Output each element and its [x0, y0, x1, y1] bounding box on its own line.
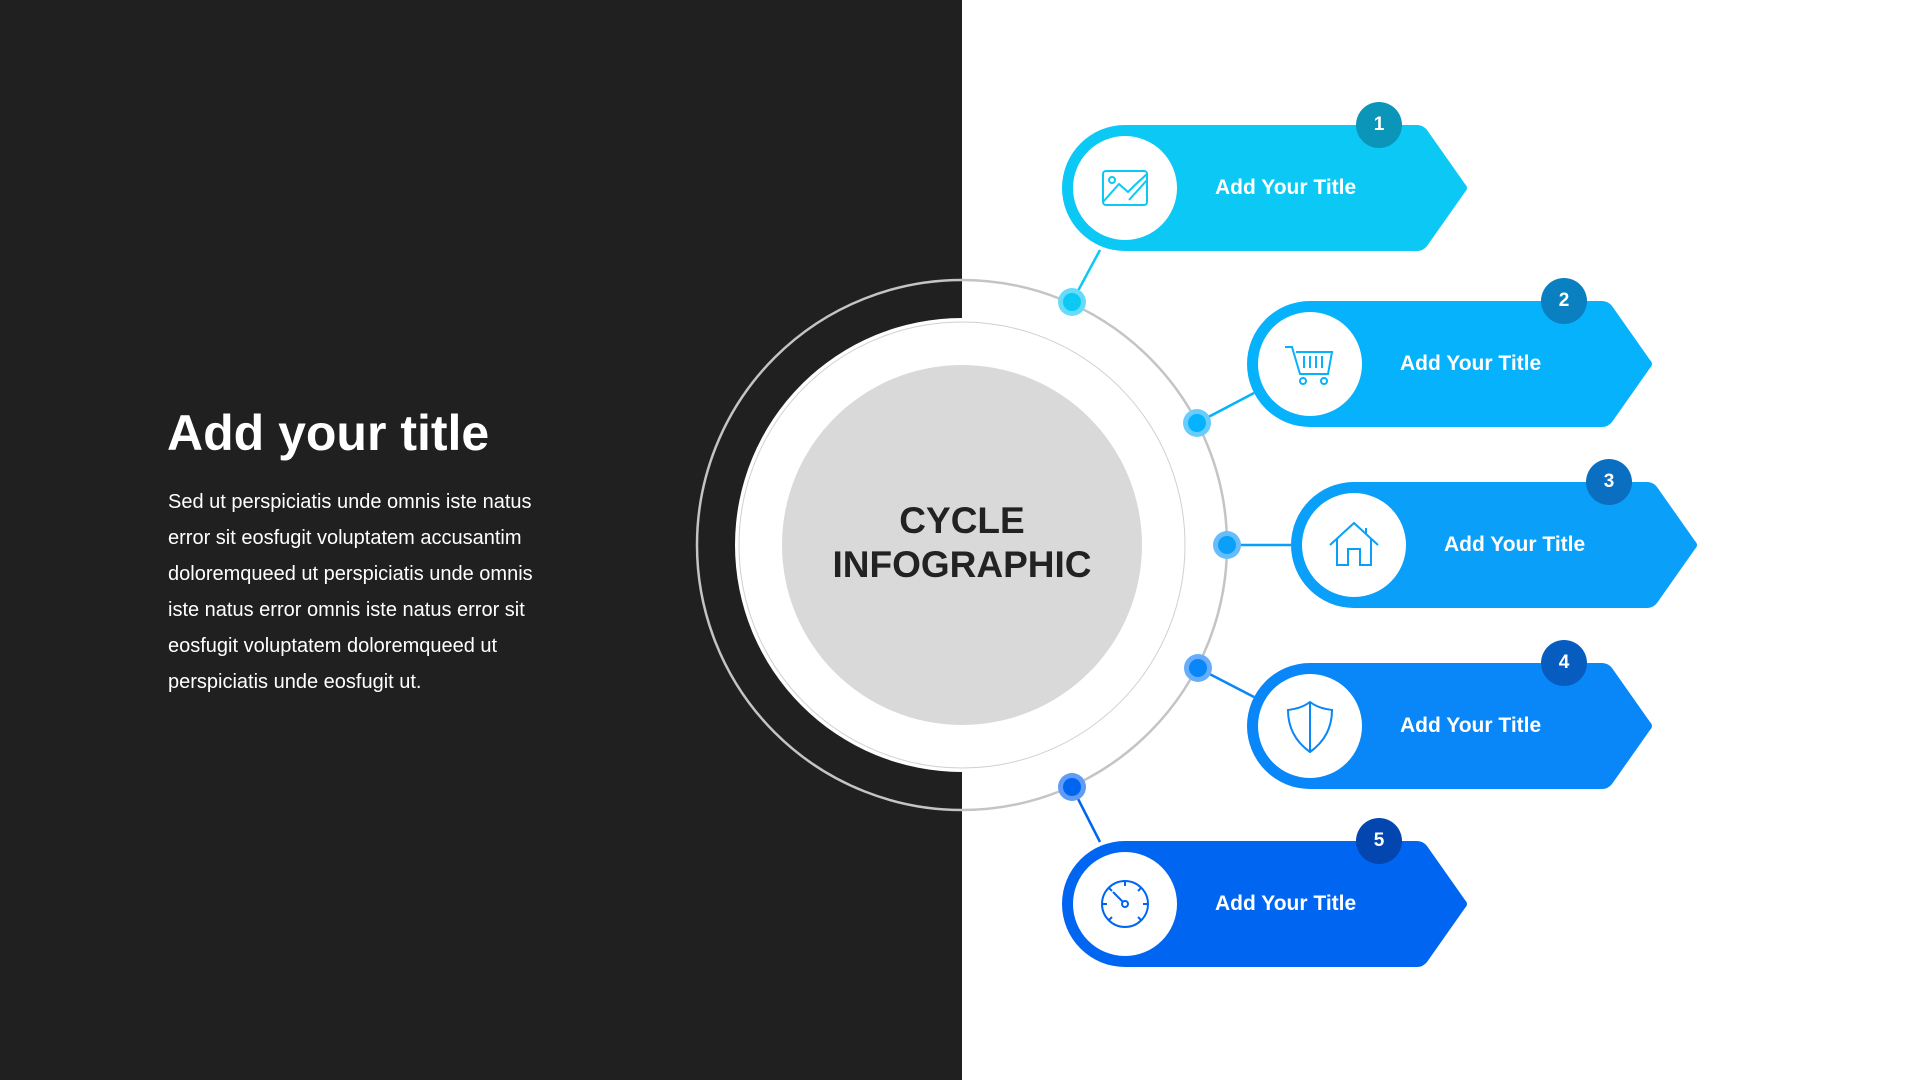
- step-badge: [1541, 278, 1587, 324]
- step-number: 5: [1373, 830, 1385, 851]
- step-title: Add Your Title: [1215, 176, 1357, 199]
- body-text: Sed ut perspiciatis unde omnis iste natu…: [168, 484, 533, 700]
- center-title-line2: INFOGRAPHIC: [832, 544, 1092, 585]
- body-line: eosfugit voluptatem doloremqueed ut: [168, 635, 498, 657]
- step-title: Add Your Title: [1400, 714, 1542, 737]
- cycle-node: [1063, 293, 1081, 311]
- body-line: error sit eosfugit voluptatem accusantim: [168, 527, 522, 549]
- shopping-cart-icon: [1285, 346, 1334, 385]
- icon-circle: [1302, 493, 1406, 597]
- cycle-node: [1063, 778, 1081, 796]
- step-number: 3: [1603, 471, 1615, 492]
- body-line: doloremqueed ut perspiciatis unde omnis: [168, 563, 533, 585]
- body-line: perspiciatis unde eosfugit ut.: [168, 671, 422, 693]
- body-line: Sed ut perspiciatis unde omnis iste natu…: [168, 491, 532, 513]
- step-number: 1: [1373, 114, 1385, 135]
- slide-title: Add your title: [167, 405, 490, 461]
- image-icon: [1102, 170, 1148, 206]
- step-number: 4: [1558, 652, 1570, 673]
- step-badge: [1586, 459, 1632, 505]
- center-gray-circle: [782, 365, 1142, 725]
- step-title: Add Your Title: [1444, 533, 1586, 556]
- step-number: 2: [1558, 290, 1570, 311]
- cycle-node: [1218, 536, 1236, 554]
- step-title: Add Your Title: [1215, 892, 1357, 915]
- step-badge: [1356, 818, 1402, 864]
- home-icon: [1329, 521, 1379, 566]
- speedometer-icon: [1101, 880, 1149, 928]
- inner-ring: [738, 321, 1186, 769]
- cycle-node: [1188, 414, 1206, 432]
- step-badge: [1541, 640, 1587, 686]
- step-badge: [1356, 102, 1402, 148]
- step-title: Add Your Title: [1400, 352, 1542, 375]
- shield-icon: [1286, 700, 1334, 754]
- cycle-node: [1189, 659, 1207, 677]
- body-line: iste natus error omnis iste natus error …: [168, 599, 525, 621]
- center-title-line1: CYCLE: [899, 500, 1025, 541]
